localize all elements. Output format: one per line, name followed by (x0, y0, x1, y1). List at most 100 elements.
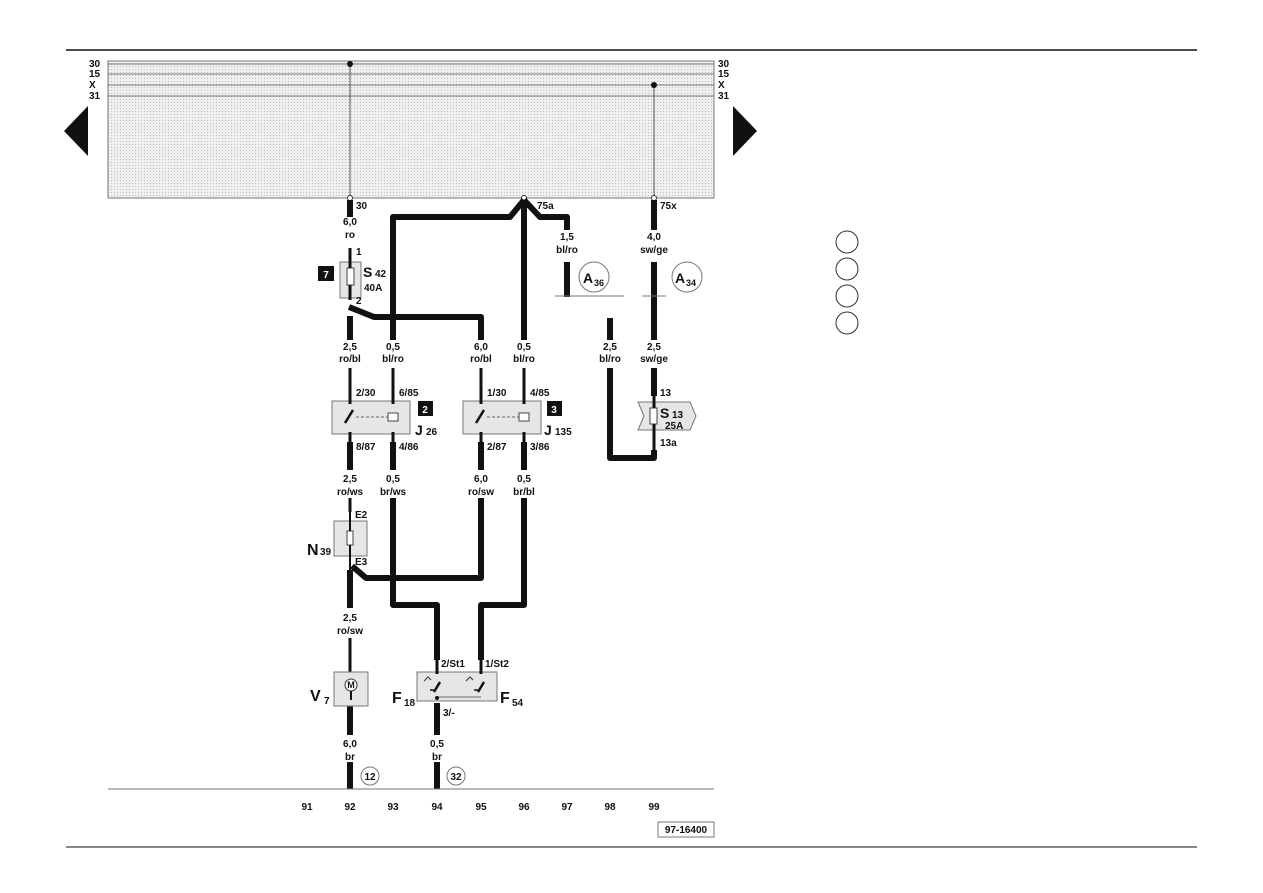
pin-label: 13a (660, 438, 677, 449)
legend-markers (835, 230, 859, 335)
terminal-30 (347, 195, 353, 201)
svg-text:40A: 40A (364, 283, 382, 294)
svg-text:A: A (583, 270, 593, 286)
rail-label-left-15: 15 (89, 69, 101, 80)
pin-label: E2 (355, 510, 368, 521)
svg-text:F: F (500, 690, 510, 707)
wire-size-label: 4,0 (647, 232, 661, 243)
wire-size-label: 6,0 (343, 739, 357, 750)
wire-size-label: 0,5 (386, 342, 400, 353)
pin-label: 2/30 (356, 388, 376, 399)
wire-color-label: br/bl (513, 487, 535, 498)
wire-size-label: 2,5 (603, 342, 617, 353)
junction-30 (347, 61, 353, 67)
svg-text:V: V (310, 688, 321, 705)
pin-label: 1 (356, 247, 362, 258)
svg-text:N: N (307, 542, 319, 559)
svg-text:92: 92 (344, 802, 356, 813)
wire-color-label: bl/ro (599, 354, 621, 365)
wire-color-label: ro/bl (470, 354, 492, 365)
pin-label: 2 (356, 296, 362, 307)
bus-label-75a: 75a (537, 201, 554, 212)
rail-label-left-x: X (89, 80, 96, 91)
bus-label-75x: 75x (660, 201, 677, 212)
svg-text:99: 99 (648, 802, 660, 813)
wire-color-label: ro/ws (337, 487, 364, 498)
switch-f18-f54: F 18 F 54 (392, 660, 524, 709)
wire-color-label: br (345, 752, 355, 763)
svg-text:135: 135 (555, 427, 572, 438)
svg-text:32: 32 (450, 772, 462, 783)
wire-color-label: sw/ge (640, 245, 668, 256)
svg-text:95: 95 (475, 802, 487, 813)
pin-label: 13 (660, 388, 672, 399)
svg-text:3: 3 (551, 405, 557, 416)
svg-text:54: 54 (512, 698, 524, 709)
internal-links (349, 64, 655, 198)
wire-98-loop (607, 368, 657, 461)
svg-text:M: M (347, 680, 355, 690)
rail-label-left-30: 30 (89, 59, 101, 70)
relay-j135: 3 J 135 (462, 386, 572, 444)
fuse-s13: S 13 25A (637, 396, 697, 450)
wiring (347, 197, 657, 789)
rail-label-right-x: X (718, 80, 725, 91)
svg-text:13: 13 (672, 410, 684, 421)
svg-text:39: 39 (320, 547, 332, 558)
wire-size-label: 2,5 (343, 613, 357, 624)
pin-label: 3/- (443, 708, 455, 719)
wire-color-label: ro/bl (339, 354, 361, 365)
terminal-75x (651, 195, 657, 201)
svg-text:96: 96 (518, 802, 530, 813)
ground-point-32: 32 (446, 766, 466, 786)
wire-size-label: 2,5 (647, 342, 661, 353)
wire-75a-to-a36 (521, 197, 570, 230)
rail-label-right-15: 15 (718, 69, 730, 80)
svg-text:94: 94 (431, 802, 443, 813)
wire-96-to-f54 (478, 498, 527, 660)
wire-s42-to-j135 (347, 304, 484, 340)
fuse-s42: 7 S 42 40A (318, 258, 387, 300)
badge-3 (547, 401, 562, 416)
wire-size-label: 6,0 (474, 474, 488, 485)
svg-text:34: 34 (686, 278, 696, 288)
wire-color-label: sw/ge (640, 354, 668, 365)
pin-label: E3 (355, 557, 368, 568)
connector-a34: A 34 (671, 261, 703, 293)
rail-label-right-30: 30 (718, 59, 730, 70)
svg-text:2: 2 (422, 405, 428, 416)
badge-7 (318, 266, 334, 281)
svg-text:J: J (544, 422, 552, 438)
svg-text:91: 91 (301, 802, 313, 813)
svg-text:26: 26 (426, 427, 438, 438)
wire-color-label: br (432, 752, 442, 763)
svg-text:98: 98 (604, 802, 616, 813)
wire-size-label: 0,5 (430, 739, 444, 750)
wire-size-label: 1,5 (560, 232, 574, 243)
drawing-number: 97-16400 (665, 825, 708, 836)
svg-text:36: 36 (594, 278, 604, 288)
rail-label-left-31: 31 (89, 91, 101, 102)
column-numbers: 91 92 93 94 95 96 97 98 99 (301, 802, 660, 813)
svg-text:J: J (415, 422, 423, 438)
svg-text:A: A (675, 270, 685, 286)
svg-text:12: 12 (364, 772, 376, 783)
badge-2 (418, 401, 433, 416)
ground-point-12: 12 (360, 766, 380, 786)
rail-label-right-31: 31 (718, 91, 730, 102)
svg-text:25A: 25A (665, 421, 683, 432)
arrow-left-icon[interactable] (64, 106, 90, 156)
relay-plate (107, 60, 715, 199)
svg-text:18: 18 (404, 698, 416, 709)
wire-size-label: 0,5 (517, 474, 531, 485)
motor-v7: M V 7 (310, 671, 369, 707)
wire-color-label: bl/ro (556, 245, 578, 256)
wire-color-label: bl/ro (382, 354, 404, 365)
pin-label: 6/85 (399, 388, 419, 399)
arrow-right-icon[interactable] (733, 106, 759, 156)
pin-label: 4/86 (399, 442, 419, 453)
wire-size-label: 2,5 (343, 342, 357, 353)
svg-text:93: 93 (387, 802, 399, 813)
drawing-number-box (657, 821, 715, 838)
wire-color-label: ro (345, 230, 355, 241)
